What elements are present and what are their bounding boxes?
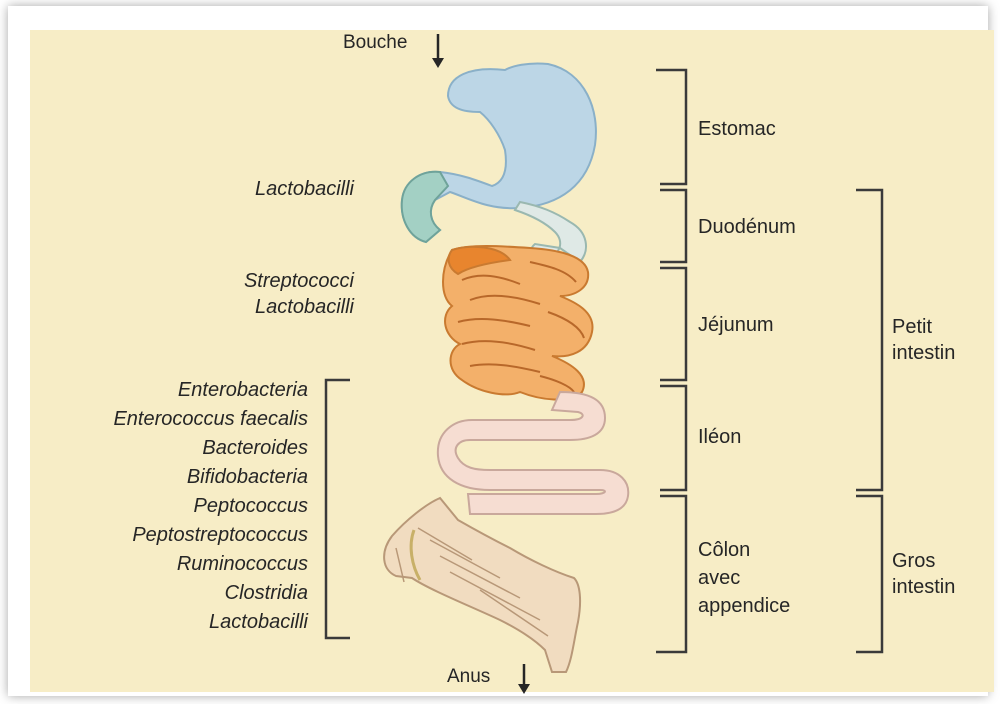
ileum-shape bbox=[438, 392, 628, 514]
bracket-ileum bbox=[660, 386, 686, 490]
bracket-duodenum bbox=[660, 190, 686, 262]
jejunum-label: Jéjunum bbox=[698, 312, 774, 338]
bacteria-item: Clostridia bbox=[113, 579, 308, 608]
small-intestine-label: Petit intestin bbox=[892, 314, 955, 366]
bracket-large-intestine bbox=[856, 496, 882, 652]
bacteria-item: Peptostreptococcus bbox=[113, 521, 308, 550]
jejunum-bacteria-list: Streptococci Lactobacilli bbox=[244, 268, 354, 320]
stomach-shape bbox=[402, 63, 596, 242]
bacteria-item: Enterobacteria bbox=[113, 376, 308, 405]
bracket-small-intestine bbox=[856, 190, 882, 490]
colon-bacteria-list: Enterobacteria Enterococcus faecalis Bac… bbox=[113, 376, 308, 637]
colon-shape bbox=[384, 498, 580, 672]
duodenum-label: Duodénum bbox=[698, 214, 796, 240]
bacteria-item: Bifidobacteria bbox=[113, 463, 308, 492]
ileum-label: Iléon bbox=[698, 424, 741, 450]
bacteria-item: Peptococcus bbox=[113, 492, 308, 521]
bacteria-item: Lactobacilli bbox=[113, 608, 308, 637]
bacteria-item: Bacteroides bbox=[113, 434, 308, 463]
stomach-label: Estomac bbox=[698, 116, 776, 142]
anus-arrow bbox=[518, 664, 530, 694]
colon-label: Côlon avec appendice bbox=[698, 536, 790, 620]
large-intestine-label: Gros intestin bbox=[892, 548, 955, 600]
large-intestine-label-line: Gros bbox=[892, 548, 955, 574]
small-intestine-label-line: Petit bbox=[892, 314, 955, 340]
pylorus-shape bbox=[402, 172, 448, 242]
bracket-stomach bbox=[656, 70, 686, 184]
colon-label-line: avec bbox=[698, 564, 790, 592]
bacteria-item: Streptococci bbox=[244, 268, 354, 294]
bacteria-item: Ruminococcus bbox=[113, 550, 308, 579]
bracket-colon bbox=[656, 496, 686, 652]
bracket-jejunum bbox=[660, 268, 686, 380]
bacteria-item: Lactobacilli bbox=[244, 294, 354, 320]
mouth-arrow bbox=[432, 34, 444, 68]
stomach-bacteria-label: Lactobacilli bbox=[255, 176, 354, 202]
large-intestine-label-line: intestin bbox=[892, 574, 955, 600]
colon-label-line: appendice bbox=[698, 592, 790, 620]
anus-label: Anus bbox=[447, 664, 490, 690]
bacteria-item: Enterococcus faecalis bbox=[113, 405, 308, 434]
colon-label-line: Côlon bbox=[698, 536, 790, 564]
bracket-colon-bacteria bbox=[326, 380, 350, 638]
mouth-label: Bouche bbox=[343, 30, 407, 56]
jejunum-shape bbox=[443, 246, 592, 400]
small-intestine-label-line: intestin bbox=[892, 340, 955, 366]
